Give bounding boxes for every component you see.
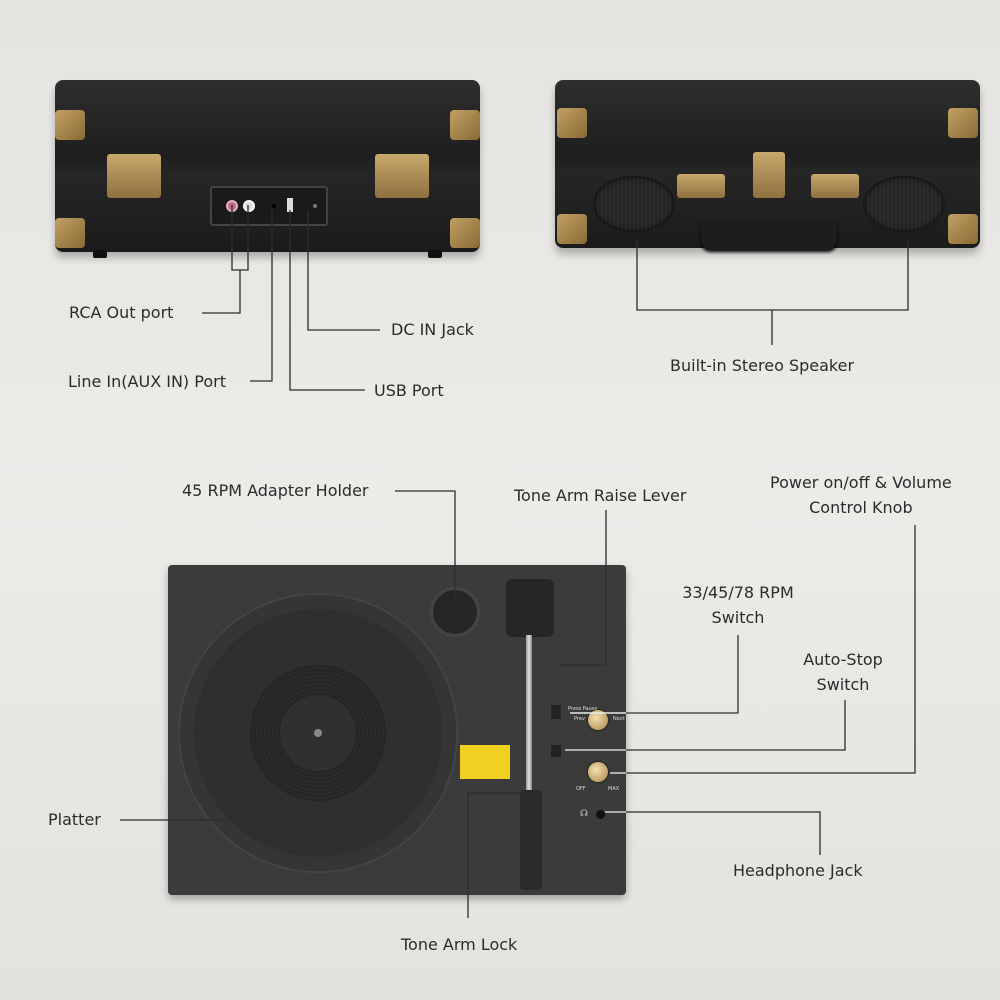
hinge [375, 154, 429, 198]
platter [180, 595, 456, 871]
brass-corner [450, 218, 480, 248]
max-text: MAX [608, 786, 620, 792]
tonearm [526, 635, 532, 795]
headphone-icon: ☊ [580, 809, 588, 819]
usb-port [287, 198, 293, 212]
adapter-holder-label: 45 RPM Adapter Holder [182, 481, 369, 500]
auto-stop-line1: Auto-Stop [803, 650, 883, 669]
speaker-label: Built-in Stereo Speaker [670, 356, 855, 375]
power-volume-line1: Power on/off & Volume [770, 473, 952, 492]
latch [677, 174, 725, 198]
headphone-label: Headphone Jack [733, 861, 863, 880]
brass-corner [948, 108, 978, 138]
hinge [107, 154, 161, 198]
tone-arm-raise-label: Tone Arm Raise Lever [514, 486, 687, 505]
foot [428, 250, 442, 258]
raise-lever-leader [560, 510, 607, 666]
rca-port-white [243, 200, 255, 212]
auto-stop-leader [626, 700, 846, 751]
dc-in-label: DC IN Jack [391, 320, 474, 339]
power-leader [626, 525, 916, 774]
warning-sticker [460, 745, 510, 779]
tone-arm-lock-label: Tone Arm Lock [401, 935, 518, 954]
headphone-leader [626, 811, 821, 855]
usb-label: USB Port [374, 381, 444, 400]
auto-stop-switch[interactable] [551, 745, 561, 757]
brass-corner [557, 214, 587, 244]
latch [811, 174, 859, 198]
off-text: OFF [576, 786, 586, 792]
usb-leader [289, 210, 365, 391]
prev-next-knob[interactable] [588, 710, 608, 730]
brass-corner [450, 110, 480, 140]
aux-port [272, 204, 276, 208]
turntable-front-view [555, 80, 980, 250]
rpm-leader [570, 635, 739, 714]
rca-leader [202, 270, 241, 314]
power-volume-line2: Control Knob [809, 498, 913, 517]
line-in-leader [250, 210, 273, 382]
dc-leader [307, 210, 380, 331]
power-volume-knob[interactable] [588, 762, 608, 782]
platter-label: Platter [48, 810, 101, 829]
rpm-switch[interactable] [551, 705, 561, 719]
line-in-label: Line In(AUX IN) Port [68, 372, 226, 391]
power-volume-label: Power on/off & Volume Control Knob [770, 470, 952, 520]
brass-corner [55, 110, 85, 140]
tonearm-rest [520, 790, 542, 890]
rca-out-label: RCA Out port [69, 303, 174, 322]
next-text: Next [613, 716, 625, 722]
platter-mat [250, 665, 386, 801]
label-area [280, 695, 356, 771]
rpm-leader [626, 635, 739, 714]
headphone-jack [596, 810, 605, 819]
handle [701, 220, 837, 250]
tone-arm-lock-leader [467, 792, 520, 918]
brass-corner [948, 214, 978, 244]
brass-corner [557, 108, 587, 138]
prev-text: Prev [574, 716, 585, 722]
port-panel [210, 186, 328, 226]
rpm-switch-label: 33/45/78 RPM Switch [674, 580, 802, 630]
speaker-leader [636, 240, 909, 311]
brass-corner [55, 218, 85, 248]
tonearm-head [506, 579, 554, 637]
adapter-leader [395, 490, 456, 600]
turntable-top-view: Press Pause Prev Next OFF MAX ☊ [168, 565, 626, 895]
left-speaker [593, 176, 675, 232]
right-speaker [863, 176, 945, 232]
auto-stop-line2: Switch [816, 675, 870, 694]
foot [93, 250, 107, 258]
rpm-switch-line1: 33/45/78 RPM [682, 583, 794, 602]
auto-stop-label: Auto-Stop Switch [790, 647, 896, 697]
lock-clasp [753, 152, 785, 198]
rpm-switch-line2: Switch [711, 608, 765, 627]
spindle [314, 729, 322, 737]
rca-leader [231, 205, 249, 271]
press-pause-text: Press Pause [568, 706, 598, 712]
turntable-back-view [55, 80, 480, 258]
dc-jack [313, 204, 317, 208]
